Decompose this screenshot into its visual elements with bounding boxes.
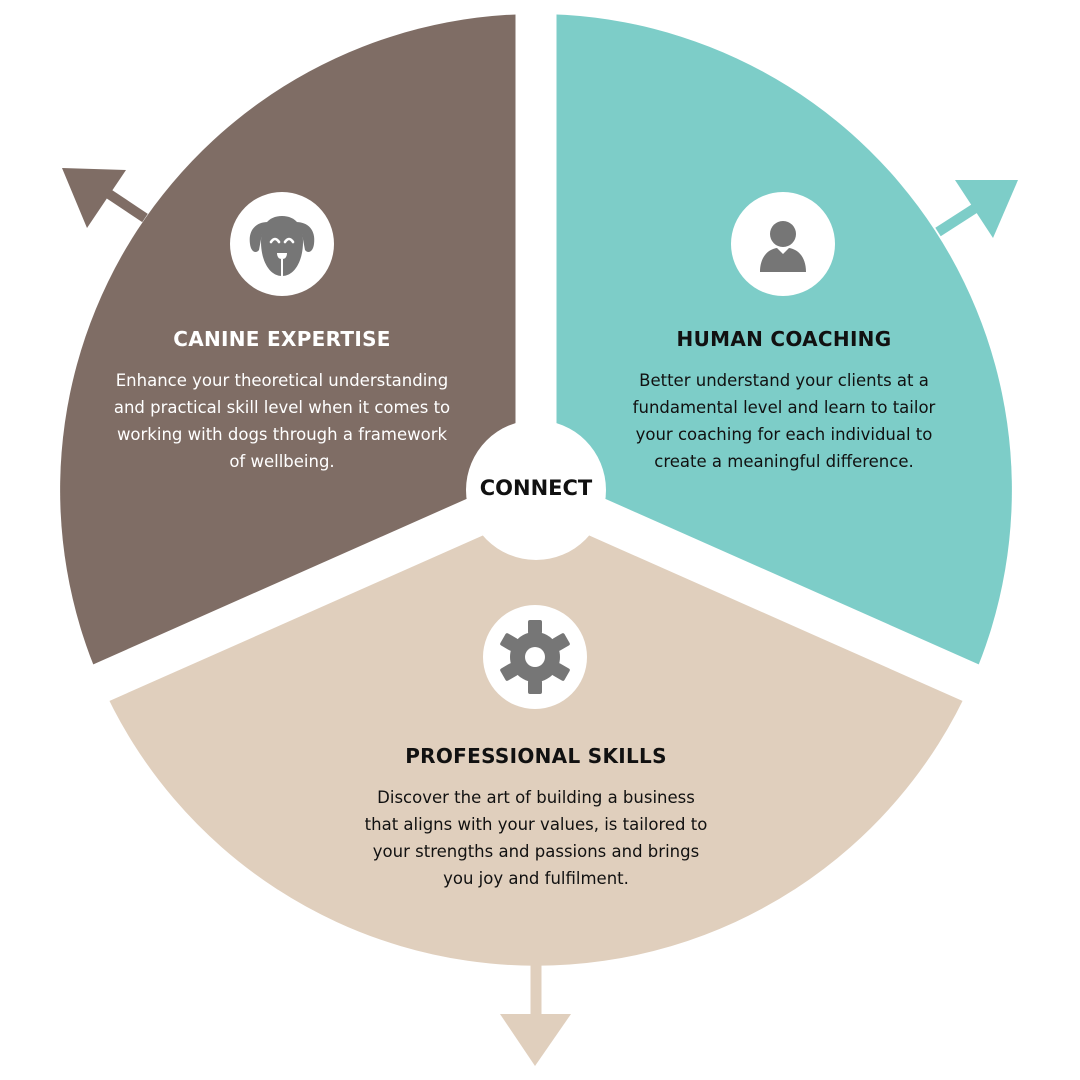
professional-title: PROFESSIONAL SKILLS <box>405 744 667 768</box>
human-title: HUMAN COACHING <box>676 327 892 351</box>
arrow-canine <box>62 168 148 228</box>
person-icon <box>731 192 835 296</box>
arrow-professional <box>500 960 571 1066</box>
dog-icon <box>230 192 334 296</box>
canine-title: CANINE EXPERTISE <box>173 327 391 351</box>
human-description: Better understand your clients at a fund… <box>632 371 936 471</box>
professional-text: PROFESSIONAL SKILLS Discover the art of … <box>361 744 711 892</box>
human-segment <box>536 14 1012 683</box>
canine-segment <box>60 14 536 683</box>
professional-segment <box>101 490 971 966</box>
center-label: CONNECT <box>479 476 593 500</box>
center-circle <box>466 420 606 560</box>
canine-text: CANINE EXPERTISE Enhance your theoretica… <box>112 327 452 475</box>
professional-description: Discover the art of building a business … <box>364 788 708 888</box>
gear-icon <box>483 605 587 709</box>
arrow-human <box>935 180 1018 238</box>
canine-description: Enhance your theoretical understanding a… <box>113 371 451 471</box>
human-text: HUMAN COACHING Better understand your cl… <box>614 327 954 475</box>
